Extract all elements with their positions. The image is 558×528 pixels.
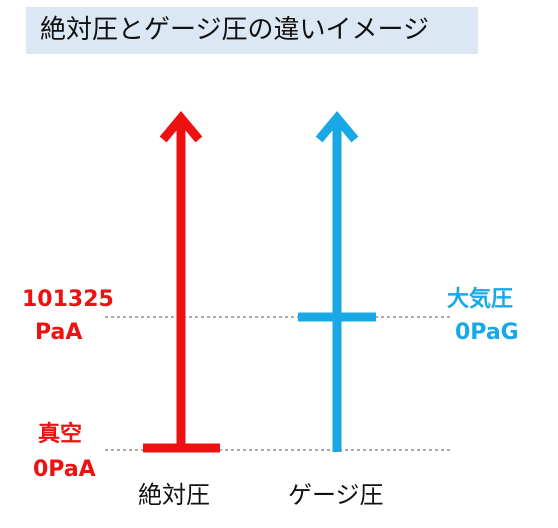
- atmospheric-gauge-name: 大気圧: [447, 287, 514, 312]
- absolute-axis-label: 絶対圧: [138, 481, 210, 509]
- atmospheric-absolute-unit: PaA: [35, 320, 83, 345]
- page-title: 絶対圧とゲージ圧の違いイメージ: [40, 15, 429, 45]
- absolute-arrow-head-icon: [159, 110, 203, 143]
- vacuum-absolute-value: 0PaA: [33, 457, 96, 482]
- gauge-arrow-head-icon: [315, 110, 359, 143]
- atmospheric-gauge-value: 0PaG: [455, 320, 519, 345]
- atmospheric-absolute-value: 101325: [22, 287, 114, 312]
- vacuum-name: 真空: [38, 422, 83, 447]
- gauge-axis-label: ゲージ圧: [288, 481, 384, 509]
- absolute-pressure-axis: [143, 110, 220, 453]
- gauge-pressure-axis: [298, 110, 376, 452]
- title-banner: [26, 7, 478, 54]
